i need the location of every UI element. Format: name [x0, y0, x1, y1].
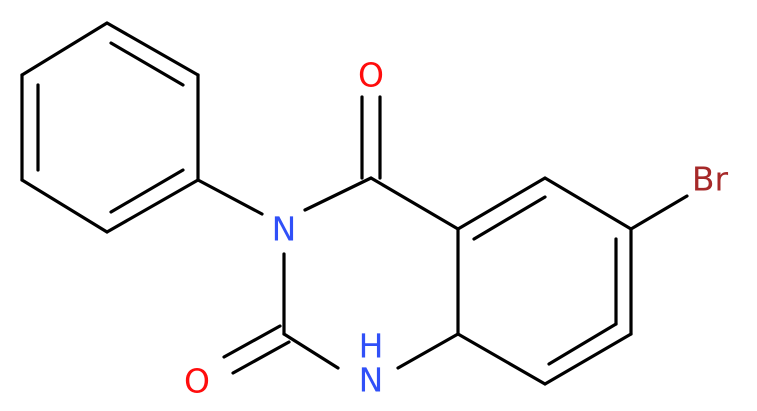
nh-hydrogen-label: H: [359, 327, 384, 366]
phenyl-nitrogen-bond: [196, 178, 264, 216]
bromine-bond: [629, 194, 689, 231]
bromine-label: Br: [692, 160, 729, 199]
oxygen-bottom-label: O: [184, 362, 210, 401]
carbonyl-bottom-bond: [222, 324, 291, 375]
benzo-ring: [456, 176, 633, 386]
carbonyl-top-bond: [360, 95, 382, 180]
nh-nitrogen-label: N: [359, 361, 384, 400]
phenyl-ring: [20, 21, 200, 234]
pyrimidinedione-ring: [282, 176, 460, 370]
nitrogen-ring-label: N: [272, 210, 297, 249]
oxygen-top-label: O: [358, 56, 384, 95]
